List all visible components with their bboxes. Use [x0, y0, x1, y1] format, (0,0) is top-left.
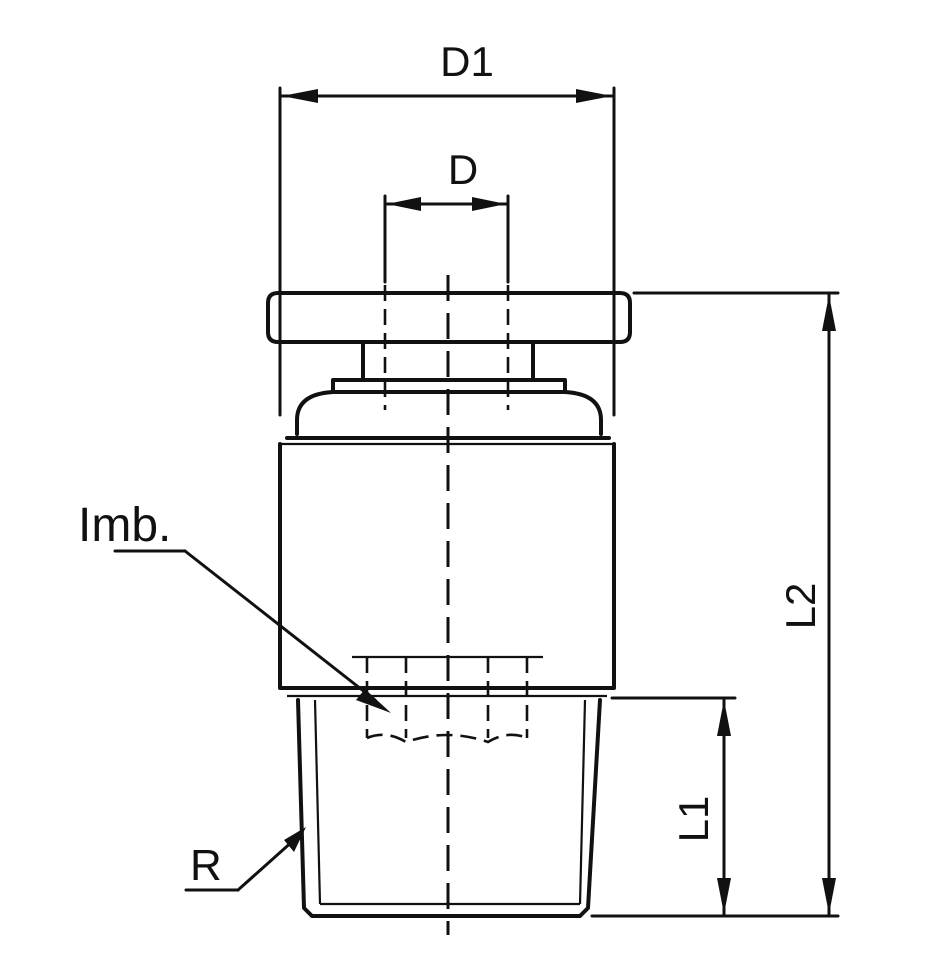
thread-inner-left: [313, 699, 322, 905]
l2-arrow-bottom: [822, 878, 836, 914]
imb-arrow: [356, 689, 391, 713]
dimension-d: D: [383, 146, 510, 284]
r-arrow: [284, 827, 306, 852]
imb-label: Imb.: [78, 499, 171, 552]
d-label: D: [448, 146, 478, 193]
hidden-lines: [352, 275, 543, 935]
r-leader-line: [236, 838, 296, 892]
l1-arrow-bottom: [717, 878, 731, 914]
d-arrow-left: [387, 197, 421, 211]
collet-step: [331, 378, 567, 394]
thread-section: [296, 698, 602, 918]
main-body: [278, 442, 616, 690]
thread-inner-right: [578, 699, 587, 905]
collet-ring: [266, 291, 632, 344]
d1-arrow-left: [282, 89, 318, 103]
imb-leader-line: [183, 549, 377, 702]
dimension-l2: L2: [590, 291, 840, 918]
d1-label: D1: [440, 38, 494, 85]
d-arrow-right: [472, 197, 506, 211]
dimension-l1: L1: [610, 696, 737, 916]
r-label: R: [190, 841, 222, 890]
port-wavy-bottom: [366, 733, 528, 744]
dimension-d1: D1: [278, 38, 616, 417]
d1-arrow-right: [576, 89, 612, 103]
l2-arrow-top: [822, 295, 836, 331]
leader-r: R: [184, 827, 306, 892]
l1-arrow-top: [717, 700, 731, 736]
l1-label: L1: [670, 796, 717, 843]
l2-label: L2: [777, 583, 824, 630]
leader-imb: Imb.: [78, 499, 391, 713]
